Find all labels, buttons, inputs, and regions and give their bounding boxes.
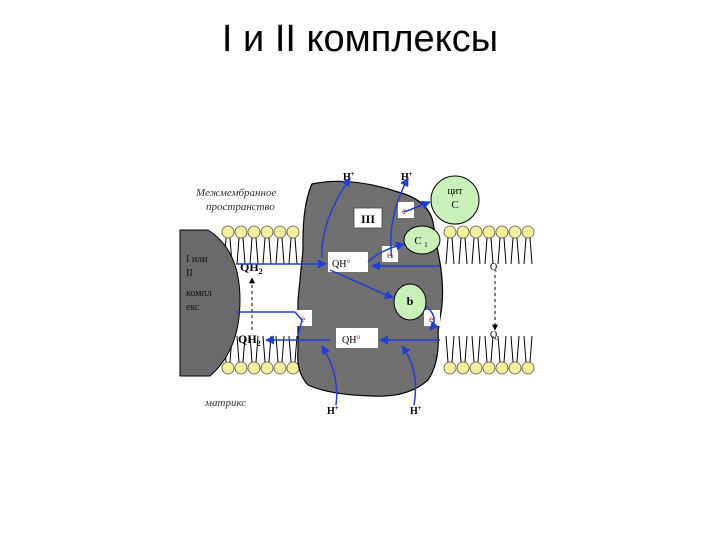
h-bottom-left-label: H+ <box>327 404 339 417</box>
left-complex-label-3: компл <box>186 288 212 299</box>
lipid-head <box>261 362 273 374</box>
lipid-head <box>235 226 247 238</box>
electron-label-4: e <box>429 314 433 324</box>
matrix-label: матрикс <box>204 397 246 409</box>
lipid-tail <box>485 238 487 264</box>
left-complex-label-2: II <box>186 268 193 279</box>
b-label: b <box>407 294 414 308</box>
lipid-head <box>457 362 469 374</box>
lipid-tail <box>478 336 480 362</box>
lipid-tail <box>530 336 532 362</box>
lipid-head <box>287 226 299 238</box>
slide-title: I и II комплексы <box>0 18 720 61</box>
lipid-tail <box>504 336 506 362</box>
lipid-tail <box>465 336 467 362</box>
lipid-head <box>496 226 508 238</box>
lipid-tail <box>504 238 506 264</box>
lipid-head <box>274 362 286 374</box>
lipid-head <box>509 226 521 238</box>
lipid-head <box>483 362 495 374</box>
lipid-tail <box>263 238 265 264</box>
lipid-head <box>470 226 482 238</box>
lipid-tail <box>517 238 519 264</box>
complex-iii-label: III <box>361 212 375 226</box>
electron-transport-diagram: III цит C C 1 b Межмембранное пространст… <box>175 165 545 420</box>
cyt-c-label-1: цит <box>447 186 463 197</box>
lipid-head <box>470 362 482 374</box>
lipid-tail <box>289 238 291 264</box>
lipid-tail <box>452 238 454 264</box>
lipid-head <box>248 362 260 374</box>
lipid-head <box>287 362 299 374</box>
lipid-head <box>444 226 456 238</box>
lipid-tail <box>237 238 239 264</box>
q-bottom-label: Q <box>490 330 498 341</box>
lipid-head <box>509 362 521 374</box>
lipid-tail <box>459 238 461 264</box>
e-box-top <box>398 202 414 218</box>
lipid-tail <box>511 238 513 264</box>
lipid-head <box>261 226 273 238</box>
intermembrane-label-1: Межмембранное <box>195 187 276 199</box>
lipid-head <box>235 362 247 374</box>
lipid-head <box>457 226 469 238</box>
lipid-head <box>222 226 234 238</box>
c1-label: C <box>414 235 421 247</box>
lipid-head <box>522 362 534 374</box>
lipid-tail <box>295 238 297 264</box>
lipid-tail <box>524 238 526 264</box>
lipid-tail <box>269 238 271 264</box>
h-top-left-label: H+ <box>343 170 355 183</box>
left-complex-label-4: екс <box>186 302 200 313</box>
lipid-tail <box>452 336 454 362</box>
lipid-tail <box>465 238 467 264</box>
lipid-tail <box>276 238 278 264</box>
lipid-head <box>444 362 456 374</box>
lipid-tail <box>498 336 500 362</box>
c1-node <box>404 226 440 254</box>
lipid-tail <box>485 336 487 362</box>
lipid-tail <box>498 238 500 264</box>
lipid-tail <box>524 336 526 362</box>
lipid-tail <box>517 336 519 362</box>
left-complex-label-1: I или <box>186 254 208 265</box>
qh2-top-label: QH2 <box>240 260 263 276</box>
h-bottom-right-label: H+ <box>410 404 422 417</box>
lipid-head <box>248 226 260 238</box>
lipid-head <box>483 226 495 238</box>
c1-sub: 1 <box>424 241 428 249</box>
lipid-tail <box>446 238 448 264</box>
lipid-tail <box>530 238 532 264</box>
electron-label-2: e <box>387 250 391 260</box>
lipid-tail <box>446 336 448 362</box>
qh2-bottom-label: QH2 <box>238 332 261 348</box>
lipid-tail <box>263 336 265 362</box>
q-top-label: Q <box>490 262 498 273</box>
cyt-c-label-2: C <box>451 199 458 211</box>
lipid-head <box>496 362 508 374</box>
intermembrane-label-2: пространство <box>206 201 275 213</box>
lipid-head <box>522 226 534 238</box>
lipid-tail <box>459 336 461 362</box>
lipid-head <box>274 226 286 238</box>
lipid-tail <box>511 336 513 362</box>
lipid-tail <box>472 336 474 362</box>
lipid-tail <box>491 238 493 264</box>
lipid-tail <box>472 238 474 264</box>
lipid-tail <box>478 238 480 264</box>
lipid-tail <box>282 238 284 264</box>
lipid-head <box>222 362 234 374</box>
